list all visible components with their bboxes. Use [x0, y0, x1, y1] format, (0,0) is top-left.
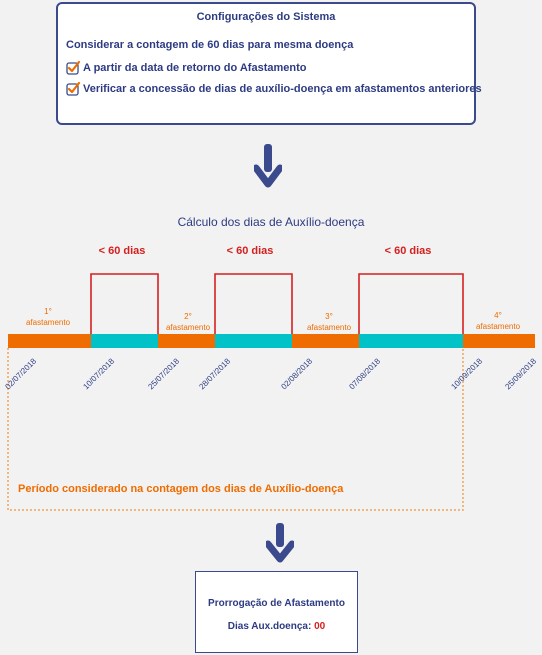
afastamento-label-1: 1°afastamento	[25, 307, 71, 327]
gap-frame	[90, 273, 159, 334]
period-label: Período considerado na contagem dos dias…	[18, 483, 344, 495]
arrow-down-icon	[254, 144, 282, 188]
result-days-label: Dias Aux.doença:	[227, 621, 315, 632]
result-box: Prorrogação de Afastamento Dias Aux.doen…	[195, 571, 358, 653]
result-days-value: 00	[314, 621, 326, 632]
option-label: Verificar a concessão de dias de auxílio…	[83, 82, 482, 95]
config-title: Configurações do Sistema	[196, 11, 336, 23]
gap-label: < 60 dias	[98, 245, 146, 257]
timeline-gap-bar	[91, 334, 463, 348]
checkbox-checked-icon[interactable]	[66, 60, 81, 75]
gap-frame	[214, 273, 293, 334]
config-rule-text: Considerar a contagem de 60 dias para me…	[66, 39, 354, 51]
gap-label: < 60 dias	[384, 245, 432, 257]
afastamento-segment	[8, 334, 91, 348]
option-label: A partir da data de retorno do Afastamen…	[83, 61, 307, 74]
checkbox-checked-icon[interactable]	[66, 81, 81, 96]
afastamento-label-4: 4°afastamento	[475, 311, 521, 331]
afastamento-segment	[463, 334, 535, 348]
afastamento-segment	[158, 334, 215, 348]
result-days: Dias Aux.doença: 00	[196, 621, 357, 632]
period-outline	[7, 348, 464, 511]
afastamento-segment	[292, 334, 359, 348]
option-afastamentos-anteriores[interactable]: Verificar a concessão de dias de auxílio…	[66, 81, 482, 96]
option-retorno-afastamento[interactable]: A partir da data de retorno do Afastamen…	[66, 60, 307, 75]
timeline-graphic	[7, 273, 535, 511]
afastamento-label-3: 3°afastamento	[306, 312, 352, 332]
system-config-box: Configurações do Sistema Considerar a co…	[56, 2, 482, 125]
afastamento-label-2: 2°afastamento	[165, 312, 211, 332]
gap-label: < 60 dias	[226, 245, 274, 257]
gap-frame	[358, 273, 464, 334]
arrow-down-icon	[266, 523, 294, 563]
timeline-title: Cálculo dos dias de Auxílio-doença	[177, 215, 365, 229]
result-title: Prorrogação de Afastamento	[208, 598, 345, 609]
